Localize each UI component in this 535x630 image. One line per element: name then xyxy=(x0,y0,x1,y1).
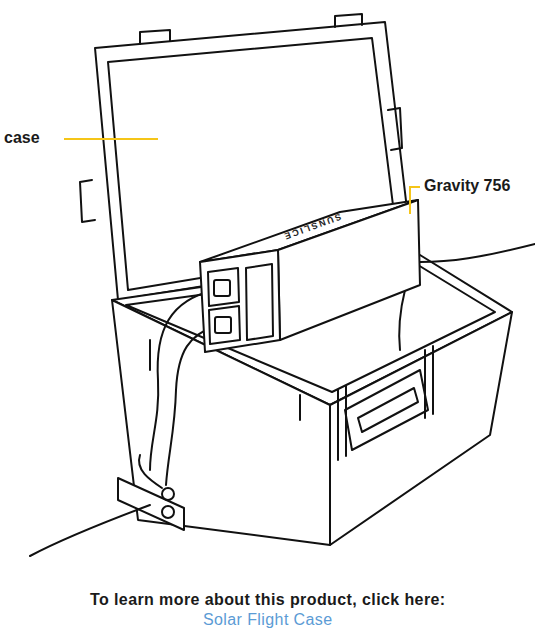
product-link: Solar Flight Case xyxy=(203,610,333,629)
part-label: Gravity 756 xyxy=(424,176,510,195)
part-label: case xyxy=(4,128,40,147)
link-prompt: To learn more about this product, click … xyxy=(90,590,446,609)
leader-lines xyxy=(64,139,420,214)
side-port-panel xyxy=(30,455,184,556)
power-station xyxy=(200,200,420,352)
